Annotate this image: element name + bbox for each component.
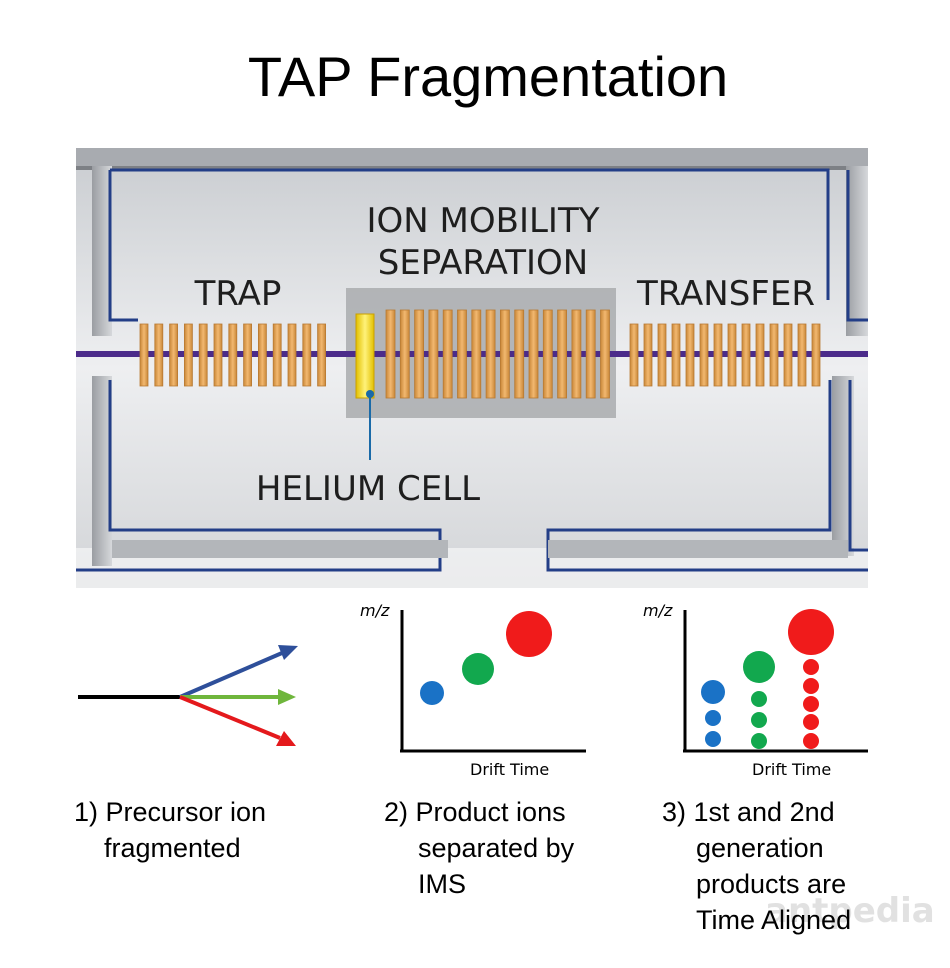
ims-electrode-1 xyxy=(385,309,396,399)
transfer-electrode-8 xyxy=(727,323,737,387)
trap-electrode-5 xyxy=(198,323,208,387)
panel3-ion-red-5 xyxy=(803,714,819,730)
transfer-electrode-4 xyxy=(671,323,681,387)
top-rail xyxy=(76,148,868,168)
transfer-electrode-1 xyxy=(629,323,639,387)
step2-caption: 2) Product ions separated by IMS xyxy=(384,794,644,902)
step2-line2: separated by xyxy=(418,833,575,863)
trap-electrode-7 xyxy=(228,323,238,387)
panel2-y-axis-label: m/z xyxy=(360,601,390,620)
panel3-ion-red-1 xyxy=(788,609,834,655)
panel3-x-axis-label: Drift Time xyxy=(752,760,831,779)
step1-line2: fragmented xyxy=(104,833,241,863)
panel3-ion-blue-1 xyxy=(701,680,725,704)
ims-electrode-9 xyxy=(499,309,510,399)
panel3-ion-red-6 xyxy=(803,733,819,749)
fragment-arrowhead-blue xyxy=(278,645,298,660)
step1-caption: 1) Precursor ion fragmented xyxy=(74,794,334,866)
helium-cell xyxy=(355,313,375,399)
transfer-electrode-3 xyxy=(657,323,667,387)
panel3-ion-blue-2 xyxy=(705,710,721,726)
fragment-arrow-red xyxy=(179,695,281,740)
ims-electrode-10 xyxy=(514,309,525,399)
fragment-arrowhead-red xyxy=(276,731,296,746)
ims-electrode-16 xyxy=(600,309,610,399)
step3-line2: generation xyxy=(696,833,824,863)
transfer-electrode-6 xyxy=(699,323,709,387)
trap-electrode-12 xyxy=(302,323,312,387)
ims-electrodes xyxy=(385,309,610,399)
step3-line1: 3) 1st and 2nd xyxy=(662,797,835,827)
panel3-ion-blue-3 xyxy=(705,731,721,747)
ims-label-line1: ION MOBILITY xyxy=(367,201,600,241)
transfer-electrode-12 xyxy=(783,323,793,387)
panel3-ion-green-2 xyxy=(751,691,767,707)
trap-electrode-6 xyxy=(213,323,223,387)
trap-electrode-11 xyxy=(287,323,297,387)
helium-cell-label: HELIUM CELL xyxy=(256,469,480,509)
step3-line3: products are xyxy=(696,869,847,899)
ims-electrode-6 xyxy=(457,309,467,399)
trap-electrode-4 xyxy=(183,323,193,387)
ims-electrode-3 xyxy=(414,309,425,399)
trap-electrode-9 xyxy=(257,323,267,387)
step1-line1: 1) Precursor ion xyxy=(74,797,267,827)
transfer-electrode-11 xyxy=(769,323,779,387)
panel3-y-axis-label: m/z xyxy=(643,601,673,620)
panel3-ion-red-2 xyxy=(803,659,819,675)
ims-electrode-7 xyxy=(471,309,482,399)
panel3-ion-red-3 xyxy=(803,678,819,694)
trap-electrode-3 xyxy=(169,323,179,387)
transfer-electrode-13 xyxy=(797,323,807,387)
panel3-ion-red-4 xyxy=(803,696,819,712)
ims-electrode-13 xyxy=(557,309,567,399)
trap-electrodes xyxy=(139,323,327,387)
trap-electrode-10 xyxy=(272,323,282,387)
transfer-electrode-9 xyxy=(741,323,751,387)
panel3-ion-green-4 xyxy=(751,733,767,749)
ims-electrode-8 xyxy=(485,309,496,399)
trap-label: TRAP xyxy=(194,274,282,314)
instrument-diagram: TRAP ION MOBILITY SEPARATION TRANSFER HE… xyxy=(76,148,868,590)
ims-electrode-15 xyxy=(585,309,596,399)
transfer-electrode-14 xyxy=(811,323,821,387)
panel2-ion-red xyxy=(506,611,552,657)
step2-line1: 2) Product ions xyxy=(384,797,566,827)
panel3-ion-green-3 xyxy=(751,712,767,728)
ims-electrode-2 xyxy=(399,309,410,399)
transfer-electrode-10 xyxy=(755,323,765,387)
fragment-arrowhead-green xyxy=(278,689,296,705)
ims-label-line2: SEPARATION xyxy=(378,243,589,283)
ims-electrode-11 xyxy=(528,309,539,399)
transfer-label: TRANSFER xyxy=(636,274,815,314)
page-title: TAP Fragmentation xyxy=(247,45,729,108)
panel3-ion-green-1 xyxy=(743,651,775,683)
step3-caption: 3) 1st and 2nd generation products are T… xyxy=(662,794,902,938)
trap-electrode-1 xyxy=(139,323,149,387)
transfer-electrode-5 xyxy=(685,323,695,387)
step3-line4: Time Aligned xyxy=(696,905,852,935)
left-lower-wall xyxy=(92,376,112,566)
panel2-x-axis-label: Drift Time xyxy=(470,760,549,779)
transfer-electrodes xyxy=(629,323,821,387)
panel2-ion-green xyxy=(462,653,494,685)
transfer-electrode-7 xyxy=(713,323,723,387)
fragment-arrow-blue xyxy=(179,651,283,699)
ims-electrode-4 xyxy=(428,309,439,399)
ims-electrode-5 xyxy=(442,309,453,399)
trap-electrode-2 xyxy=(154,323,164,387)
trap-electrode-13 xyxy=(317,323,327,387)
ims-electrode-12 xyxy=(542,309,553,399)
ims-electrode-14 xyxy=(571,309,582,399)
right-upper-wall xyxy=(846,166,868,336)
helium-cell-pointer xyxy=(366,390,374,398)
panel2-ion-blue xyxy=(420,681,444,705)
trap-electrode-8 xyxy=(243,323,253,387)
transfer-electrode-2 xyxy=(643,323,653,387)
step2-line3: IMS xyxy=(418,869,467,899)
left-upper-wall xyxy=(92,166,112,336)
